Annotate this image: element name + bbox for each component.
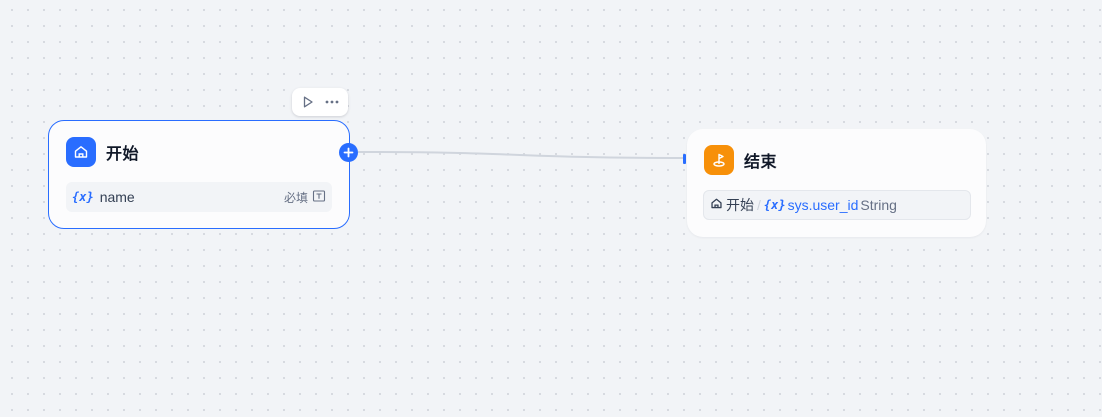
input-variable-row[interactable]: {x} name 必填 [66,182,332,212]
end-node-header: 结束 [704,145,777,175]
end-node[interactable]: 结束 开始 / {x} sys.user_id String [687,129,986,237]
flag-icon [704,145,734,175]
output-variable-row[interactable]: 开始 / {x} sys.user_id String [703,190,971,220]
path-separator: / [757,197,761,213]
variable-name: name [99,189,135,205]
start-node-header: 开始 [66,137,139,167]
target-handle[interactable] [683,154,686,164]
start-node[interactable]: 开始 {x} name 必填 [48,120,350,229]
variable-icon: {x} [763,198,786,212]
text-input-icon [312,189,326,206]
required-label: 必填 [283,190,308,205]
variable-icon: {x} [72,190,94,204]
add-node-button[interactable] [339,143,358,162]
more-icon[interactable] [324,94,340,110]
output-variable-type: String [860,197,897,213]
variable-meta: 必填 [284,189,326,206]
run-icon[interactable] [300,94,316,110]
source-node-name: 开始 [726,197,754,213]
end-node-title: 结束 [744,154,778,171]
plus-icon [343,147,354,158]
home-icon [710,197,723,213]
home-icon [66,137,96,167]
output-variable-name: sys.user_id [787,197,859,213]
start-node-title: 开始 [106,146,140,163]
node-toolbar [292,88,348,116]
